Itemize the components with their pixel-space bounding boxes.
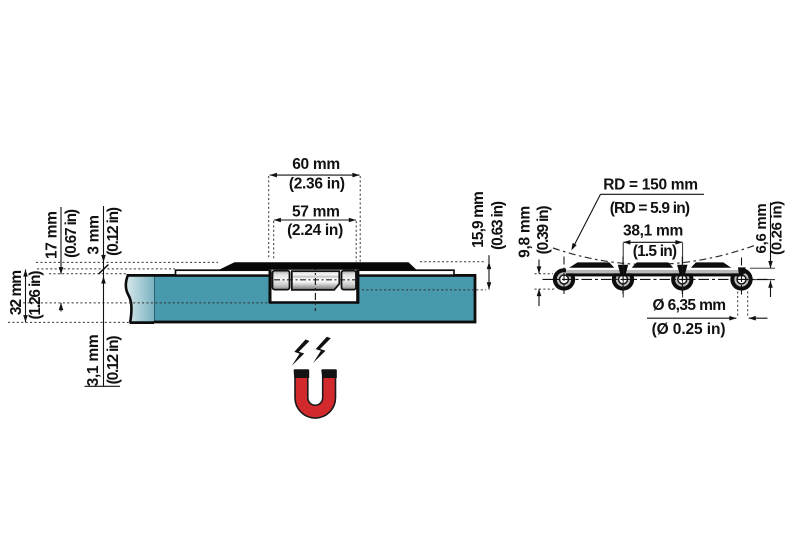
svg-text:9,8 mm: 9,8 mm: [516, 206, 533, 258]
svg-text:(0.39 in): (0.39 in): [535, 206, 552, 255]
svg-text:Ø 6,35 mm: Ø 6,35 mm: [652, 297, 725, 314]
svg-text:(0.63 in): (0.63 in): [490, 201, 507, 250]
svg-text:60 mm: 60 mm: [292, 156, 340, 173]
svg-text:32 mm: 32 mm: [8, 271, 25, 315]
svg-text:(2.36 in): (2.36 in): [289, 176, 345, 193]
svg-text:(0.26 in): (0.26 in): [769, 201, 786, 255]
svg-text:(RD = 5.9 in): (RD = 5.9 in): [610, 200, 690, 217]
svg-text:(2.24 in): (2.24 in): [287, 222, 343, 239]
svg-text:(0.67 in): (0.67 in): [63, 209, 80, 258]
svg-text:RD = 150 mm: RD = 150 mm: [603, 177, 697, 194]
svg-text:3,1 mm: 3,1 mm: [85, 335, 102, 387]
svg-text:6,6 mm: 6,6 mm: [753, 204, 770, 254]
svg-text:(0.12 in): (0.12 in): [105, 336, 122, 385]
svg-text:(0.12 in): (0.12 in): [105, 207, 122, 256]
svg-text:3 mm: 3 mm: [86, 215, 103, 254]
svg-text:(Ø 0.25 in): (Ø 0.25 in): [652, 321, 726, 338]
svg-text:(1.26 in): (1.26 in): [27, 271, 44, 320]
svg-text:17 mm: 17 mm: [44, 211, 61, 259]
svg-text:38,1 mm: 38,1 mm: [623, 223, 683, 240]
svg-text:57 mm: 57 mm: [292, 204, 340, 221]
svg-text:15,9 mm: 15,9 mm: [470, 192, 487, 248]
svg-text:(1.5 in): (1.5 in): [633, 243, 677, 260]
